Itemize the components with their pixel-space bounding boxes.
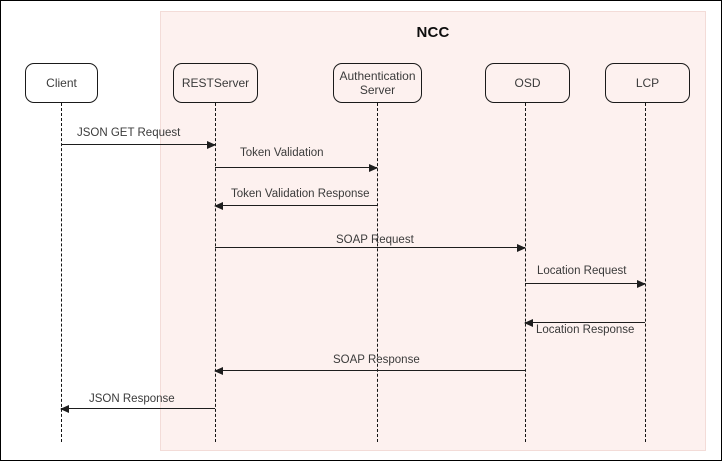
message-label-m7: SOAP Response xyxy=(333,354,420,366)
ncc-group-container xyxy=(160,11,706,451)
actor-label-lcp: LCP xyxy=(635,76,660,90)
lifeline-rest xyxy=(215,103,216,442)
message-label-m2: Token Validation xyxy=(240,147,324,159)
actor-label-auth: Authentication Server xyxy=(339,69,416,97)
arrowhead-left-icon xyxy=(214,201,223,210)
message-arrow-m5 xyxy=(525,279,646,288)
message-label-m6: Location Response xyxy=(536,324,635,336)
message-label-m4: SOAP Request xyxy=(336,234,414,246)
arrowhead-right-icon xyxy=(369,163,378,172)
message-arrow-m7 xyxy=(214,366,525,375)
actor-label-client: Client xyxy=(46,76,77,90)
arrowhead-left-icon xyxy=(60,404,69,413)
message-label-m8: JSON Response xyxy=(89,393,175,405)
arrowhead-left-icon xyxy=(214,366,223,375)
actor-box-rest[interactable]: RESTServer xyxy=(173,63,258,103)
arrowhead-right-icon xyxy=(207,140,216,149)
message-arrow-m6 xyxy=(524,318,645,327)
actor-box-client[interactable]: Client xyxy=(25,63,98,103)
actor-box-auth[interactable]: Authentication Server xyxy=(333,63,422,103)
message-label-m3: Token Validation Response xyxy=(231,188,370,200)
message-arrow-m1 xyxy=(61,140,216,149)
arrowhead-right-icon xyxy=(637,279,646,288)
ncc-group-title: NCC xyxy=(416,24,450,41)
actor-label-osd: OSD xyxy=(514,76,541,90)
actor-label-rest: RESTServer xyxy=(181,76,250,90)
message-arrow-m8 xyxy=(60,404,215,413)
actor-box-lcp[interactable]: LCP xyxy=(605,63,690,103)
lifeline-auth xyxy=(377,103,378,442)
lifeline-osd xyxy=(525,103,526,442)
lifeline-client xyxy=(61,103,62,442)
message-label-m5: Location Request xyxy=(537,265,627,277)
actor-box-osd[interactable]: OSD xyxy=(485,63,570,103)
message-arrow-m3 xyxy=(214,201,377,210)
arrowhead-left-icon xyxy=(524,318,533,327)
message-label-m1: JSON GET Request xyxy=(77,127,181,139)
arrowhead-right-icon xyxy=(517,243,526,252)
message-arrow-m2 xyxy=(215,163,378,172)
lifeline-lcp xyxy=(645,103,646,442)
message-arrow-m4 xyxy=(215,243,526,252)
